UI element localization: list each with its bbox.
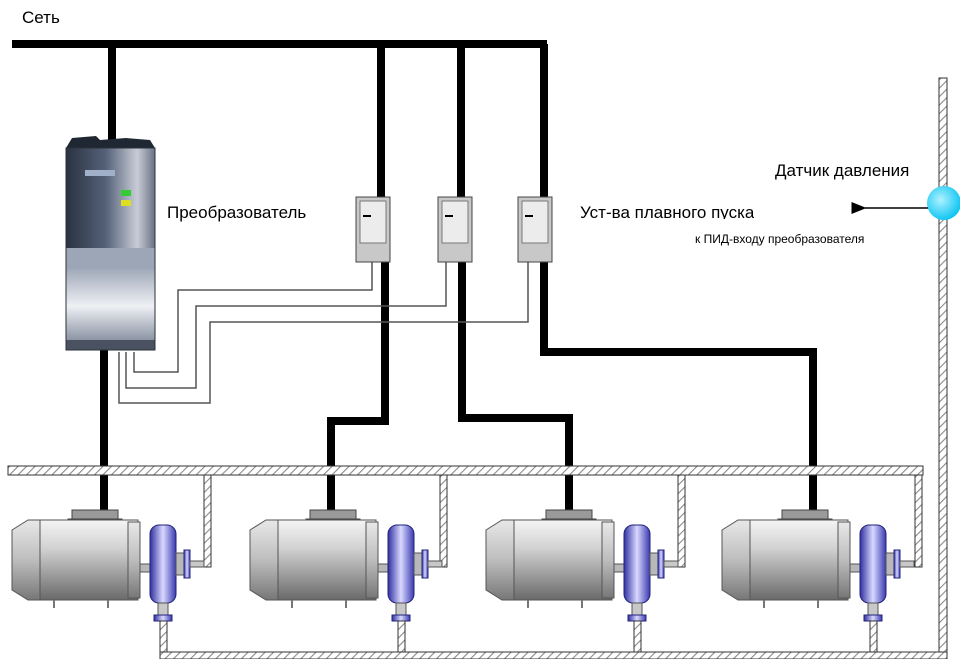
led-yellow-icon — [121, 200, 131, 206]
pressure-sensor-label: Датчик давления — [775, 161, 910, 180]
pipes — [7, 77, 948, 659]
frequency-converter — [65, 136, 156, 351]
led-green-icon — [121, 190, 131, 196]
pump-icon — [623, 524, 651, 604]
soft-starter-2 — [437, 196, 473, 263]
converter-label: Преобразователь — [167, 203, 307, 222]
network-label: Сеть — [22, 8, 60, 27]
power-bus — [12, 40, 548, 197]
motor-2 — [249, 509, 443, 653]
pump-icon — [387, 524, 415, 604]
soft-starter-3 — [517, 196, 553, 263]
motor-4 — [721, 509, 915, 653]
pump-icon — [149, 524, 177, 604]
pressure-sensor-icon — [927, 186, 960, 220]
pump-icon — [859, 524, 887, 604]
motor-1 — [11, 509, 205, 653]
control-lines — [118, 262, 529, 404]
soft-starter-1 — [355, 196, 391, 263]
pid-input-label: к ПИД-входу преобразователя — [695, 232, 865, 246]
motor-3 — [485, 509, 679, 653]
soft-starter-label: Уст-ва плавного пуска — [580, 203, 755, 219]
